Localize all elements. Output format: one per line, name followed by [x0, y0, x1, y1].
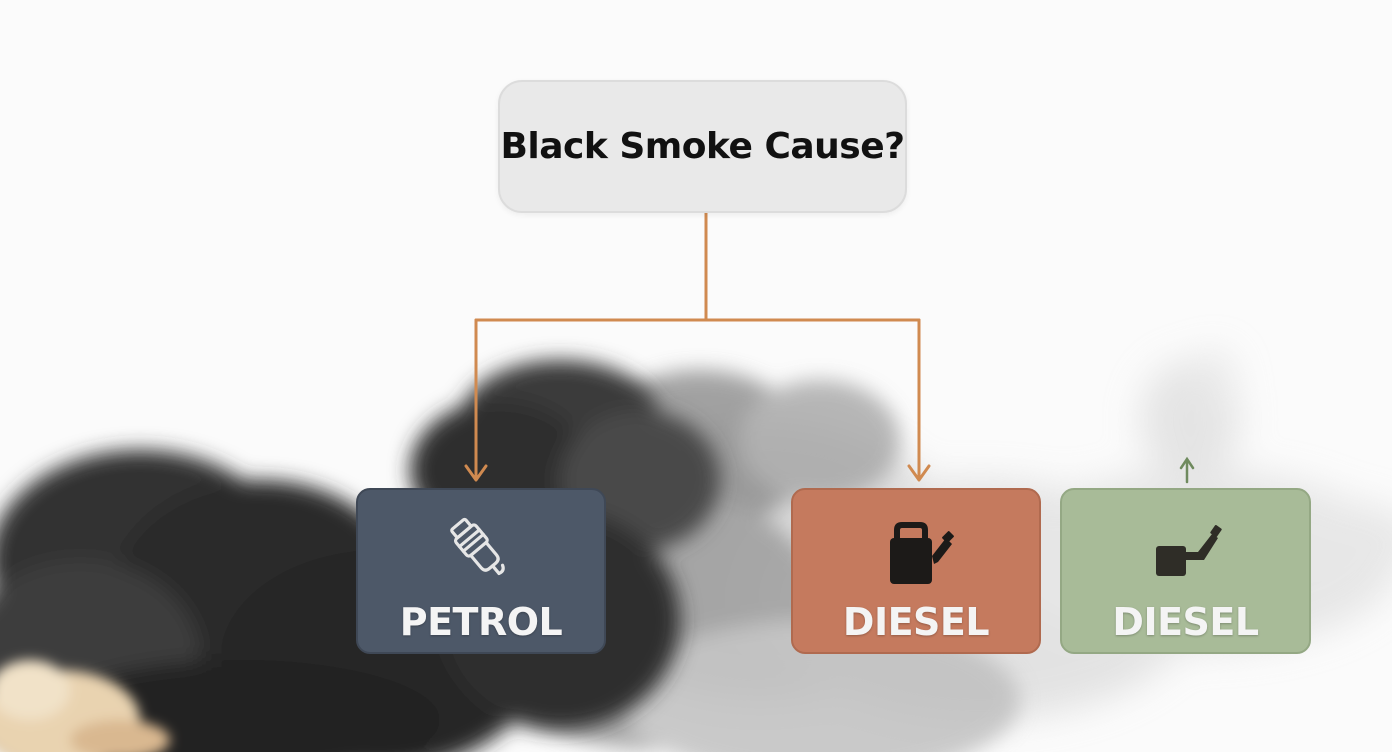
petrol-node: PETROL: [356, 488, 606, 654]
diesel-label-2: DIESEL: [1112, 600, 1259, 644]
petrol-label: PETROL: [399, 600, 563, 644]
small-up-arrowhead: [1179, 456, 1195, 470]
diesel-label-1: DIESEL: [842, 600, 990, 644]
root-question-label: Black Smoke Cause?: [500, 126, 905, 167]
diesel-node-2: DIESEL: [1060, 488, 1311, 654]
diesel-arrowhead: [907, 464, 931, 482]
fuel-pump-nozzle-icon: [1155, 525, 1222, 576]
petrol-arrowhead: [464, 464, 488, 482]
fuel-can-icon: [890, 522, 954, 584]
root-question-node: Black Smoke Cause?: [498, 80, 907, 213]
diesel-node-1: DIESEL: [791, 488, 1041, 654]
spark-plug-icon: [450, 517, 505, 576]
